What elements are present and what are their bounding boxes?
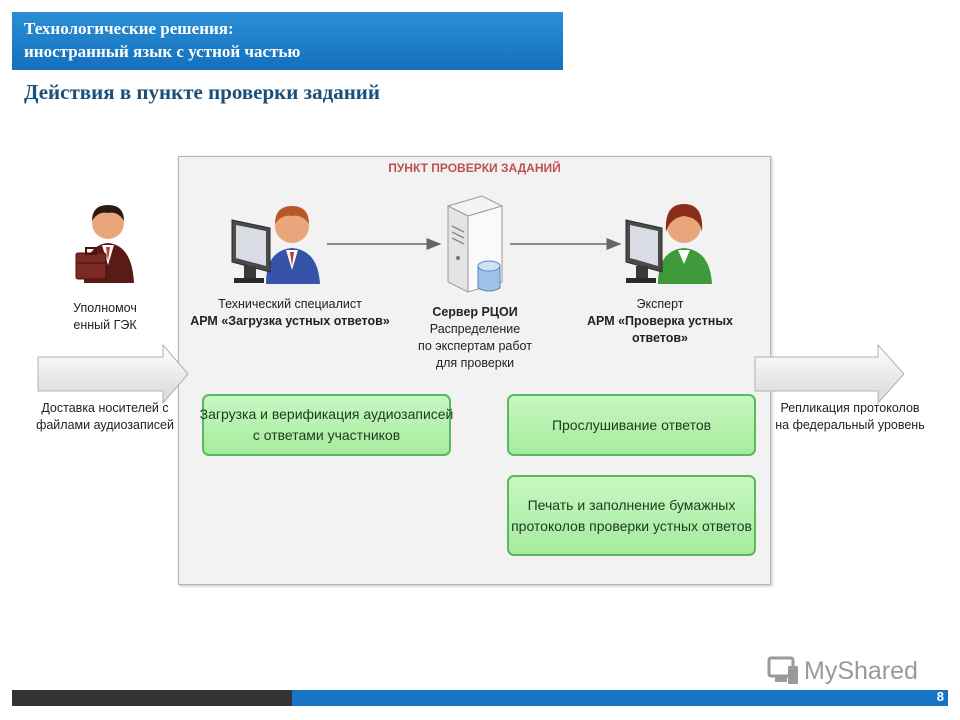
footer-bar-blue bbox=[292, 690, 948, 706]
output-label-line-2: на федеральный уровень bbox=[775, 418, 925, 432]
expert-workstation-icon bbox=[625, 204, 712, 284]
server-label: Сервер РЦОИ Распределение по экспертам р… bbox=[395, 304, 555, 372]
input-label-line-1: Доставка носителей с bbox=[41, 401, 169, 415]
task-print-box: Печать и заполнение бумажных протоколов … bbox=[507, 475, 756, 556]
footer-bar-dark bbox=[12, 690, 292, 706]
gek-label-line-2: енный ГЭК bbox=[73, 318, 137, 332]
server-label-line-2: Распределение bbox=[429, 322, 521, 336]
input-label: Доставка носителей с файлами аудиозаписе… bbox=[30, 400, 180, 434]
technician-workstation-icon bbox=[231, 206, 320, 284]
checkpoint-panel-title: ПУНКТ ПРОВЕРКИ ЗАДАНИЙ bbox=[388, 161, 561, 175]
input-big-arrow bbox=[37, 343, 189, 405]
tech-label-line-1: Технический специалист bbox=[218, 297, 362, 311]
task-upload-box: Загрузка и верификация аудиозаписей с от… bbox=[199, 394, 454, 456]
output-label: Репликация протоколов на федеральный уро… bbox=[770, 400, 930, 434]
task-upload-line-1: Загрузка и верификация аудиозаписей bbox=[199, 406, 454, 422]
expert-label-line-2: АРМ «Проверка устных bbox=[587, 314, 733, 328]
gek-person-icon bbox=[75, 205, 134, 283]
slide-title-line-1: Технологические решения: bbox=[24, 19, 234, 38]
expert-label-line-3: ответов» bbox=[632, 331, 688, 345]
watermark-logo-icon bbox=[767, 656, 798, 684]
server-label-line-3: по экспертам работ bbox=[418, 339, 532, 353]
page-number: 8 bbox=[936, 689, 944, 704]
input-label-line-2: файлами аудиозаписей bbox=[36, 418, 174, 432]
expert-label-line-1: Эксперт bbox=[636, 297, 684, 311]
task-print-line-1: Печать и заполнение бумажных bbox=[527, 496, 736, 513]
server-icon bbox=[446, 195, 504, 293]
task-upload-line-2: с ответами участников bbox=[252, 427, 401, 443]
expert-label: Эксперт АРМ «Проверка устных ответов» bbox=[580, 296, 740, 347]
tech-label-line-2: АРМ «Загрузка устных ответов» bbox=[190, 314, 390, 328]
watermark-text: MyShared bbox=[804, 656, 918, 685]
slide-title-line-2: иностранный язык с устной частью bbox=[24, 42, 301, 61]
output-label-line-1: Репликация протоколов bbox=[780, 401, 920, 415]
slide-title-bar: Технологические решения: иностранный язы… bbox=[12, 12, 563, 70]
output-big-arrow bbox=[754, 343, 905, 405]
task-listen-box: Прослушивание ответов bbox=[507, 394, 756, 456]
server-label-line-1: Сервер РЦОИ bbox=[432, 305, 518, 319]
gek-label: Уполномоч енный ГЭК bbox=[60, 300, 150, 334]
gek-label-line-1: Уполномоч bbox=[73, 301, 137, 315]
server-label-line-4: для проверки bbox=[435, 356, 515, 370]
slide-subtitle: Действия в пункте проверки заданий bbox=[24, 80, 380, 104]
task-print-line-2: протоколов проверки устных ответов bbox=[511, 517, 752, 534]
watermark: MyShared bbox=[766, 654, 918, 688]
task-listen-line-1: Прослушивание ответов bbox=[551, 416, 712, 433]
tech-label: Технический специалист АРМ «Загрузка уст… bbox=[180, 296, 400, 330]
